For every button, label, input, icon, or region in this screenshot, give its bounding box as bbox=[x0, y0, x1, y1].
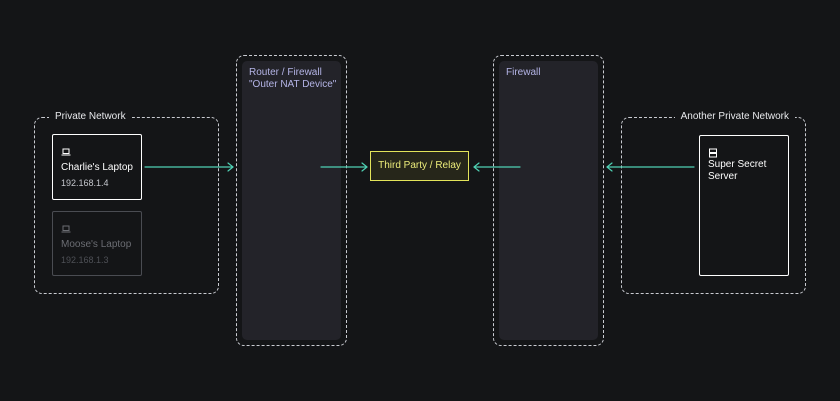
server-name-line1: Super Secret bbox=[708, 159, 767, 170]
outer-nat-body: Router / Firewall "Outer NAT Device" bbox=[242, 61, 341, 340]
arrow-server-to-firewall bbox=[606, 162, 695, 172]
charlies-laptop-ip: 192.168.1.4 bbox=[61, 178, 109, 188]
arrow-router-to-relay bbox=[320, 162, 368, 172]
outer-nat-device: Router / Firewall "Outer NAT Device" bbox=[236, 55, 347, 346]
private-network-label: Private Network bbox=[49, 111, 132, 123]
laptop-icon bbox=[61, 225, 71, 233]
remote-firewall: Firewall bbox=[493, 55, 604, 346]
mooses-laptop-name: Moose's Laptop bbox=[61, 239, 132, 250]
outer-nat-label-line2: "Outer NAT Device" bbox=[249, 79, 337, 90]
mooses-laptop-card[interactable]: Moose's Laptop 192.168.1.3 bbox=[52, 211, 142, 276]
arrow-laptop-to-router bbox=[144, 162, 234, 172]
super-secret-server-card[interactable]: Super Secret Server bbox=[699, 135, 789, 276]
another-private-network-label: Another Private Network bbox=[674, 111, 795, 123]
charlies-laptop-card[interactable]: Charlie's Laptop 192.168.1.4 bbox=[52, 134, 142, 200]
charlies-laptop-name: Charlie's Laptop bbox=[61, 162, 133, 173]
server-name-line2: Server bbox=[708, 171, 738, 182]
mooses-laptop-ip: 192.168.1.3 bbox=[61, 255, 109, 265]
remote-firewall-label: Firewall bbox=[506, 67, 541, 78]
third-party-relay[interactable]: Third Party / Relay bbox=[370, 151, 469, 181]
outer-nat-label-line1: Router / Firewall bbox=[249, 67, 322, 78]
laptop-icon bbox=[61, 148, 71, 156]
another-private-network-group: Another Private Network Super Secret Ser… bbox=[621, 111, 806, 294]
arrow-firewall-to-relay bbox=[473, 162, 521, 172]
remote-firewall-body: Firewall bbox=[499, 61, 598, 340]
private-network-group: Private Network Charlie's Laptop 192.168… bbox=[34, 111, 219, 294]
server-icon bbox=[709, 148, 717, 158]
